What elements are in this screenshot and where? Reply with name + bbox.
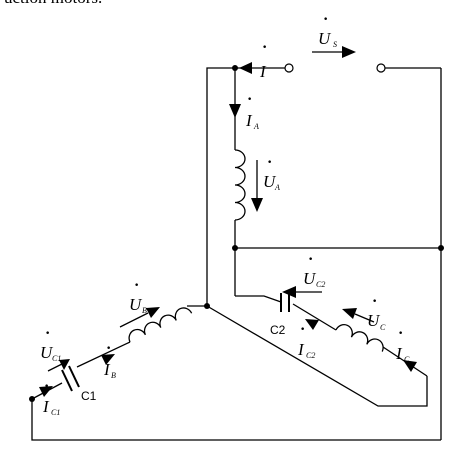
label-i-b-symbol: I — [103, 360, 111, 379]
arrow-i-c2 — [305, 319, 319, 330]
label-u-b-symbol: U — [129, 295, 143, 314]
wire-top-left-loop — [206, 67, 285, 306]
junction-node-left — [232, 245, 238, 251]
svg-text:·: · — [262, 39, 267, 56]
svg-text:·: · — [247, 91, 252, 108]
label-u-c-subscript: C — [380, 323, 386, 332]
wire-c2-left — [235, 295, 282, 303]
label-i-main-symbol: I — [259, 62, 267, 81]
arrow-u-c — [342, 308, 357, 319]
label-i-c2: · I C2 — [297, 321, 315, 360]
capacitor-c2 — [280, 293, 290, 312]
label-u-a: · U A — [263, 154, 280, 192]
arrows — [39, 46, 417, 397]
label-u-c2-subscript: C2 — [316, 280, 325, 289]
label-c1: C1 — [81, 389, 97, 403]
svg-text:·: · — [44, 378, 49, 395]
label-u-b-subscript: B — [142, 306, 147, 315]
svg-text:·: · — [45, 325, 50, 342]
label-u-a-symbol: U — [263, 172, 277, 191]
arrow-u-s — [342, 46, 356, 58]
label-i-c-symbol: I — [395, 344, 403, 363]
source-terminal-left — [284, 63, 294, 73]
svg-text:·: · — [323, 11, 328, 28]
label-i-c2-subscript: C2 — [306, 351, 315, 360]
label-i-c1-symbol: I — [42, 397, 50, 416]
arrow-u-c1-shaft — [47, 363, 63, 372]
svg-text:·: · — [398, 325, 403, 342]
arrow-u-c2 — [282, 286, 296, 298]
arrow-u-b-shaft — [119, 312, 149, 328]
inductor-a-coil — [234, 149, 246, 221]
label-u-c-symbol: U — [367, 311, 381, 330]
label-i-c2-symbol: I — [297, 340, 305, 359]
svg-text:·: · — [134, 277, 139, 294]
arrow-u-c1 — [59, 359, 70, 370]
label-u-c2: · U C2 — [303, 251, 325, 289]
source-terminal-right — [376, 63, 386, 73]
label-i-c-subscript: C — [404, 355, 410, 364]
label-u-c1: · U C1 — [40, 325, 61, 363]
arrow-u-b — [146, 307, 160, 318]
label-u-b: · U B — [129, 277, 147, 315]
capacitor-c1 — [61, 365, 80, 392]
wire-bottom-return — [31, 399, 441, 441]
label-u-c1-symbol: U — [40, 343, 54, 362]
arrow-i-b — [101, 354, 115, 365]
label-i-a: · I A — [245, 91, 259, 131]
arrow-i-main — [239, 62, 252, 74]
label-u-c2-symbol: U — [303, 269, 317, 288]
arrow-i-a — [229, 104, 241, 118]
svg-text:·: · — [308, 251, 313, 268]
neutral-node — [204, 303, 210, 309]
label-u-a-subscript: A — [274, 183, 280, 192]
svg-text:·: · — [267, 154, 272, 171]
arrow-u-a — [251, 198, 263, 212]
label-i-b-subscript: B — [111, 371, 116, 380]
arrow-i-c1 — [39, 386, 53, 397]
wire-phase-b-left — [76, 341, 131, 368]
label-i-c: · I C — [395, 325, 410, 364]
label-i-main: · I — [259, 39, 267, 81]
label-u-s: · U S — [318, 11, 337, 49]
arrow-i-c — [403, 360, 417, 372]
wire-phase-c-bottom — [206, 305, 428, 407]
caption-fragment: uction motors. — [4, 0, 102, 8]
label-i-c1: · I C1 — [42, 378, 60, 417]
svg-text:·: · — [300, 321, 305, 338]
arrow-u-c-shaft — [354, 313, 375, 323]
junction-node-right — [438, 245, 444, 251]
wires — [31, 67, 442, 441]
junction-node-bottom-left — [29, 396, 35, 402]
inductor-c-coil — [335, 324, 384, 352]
label-u-c: · U C — [367, 293, 386, 332]
label-c2: C2 — [270, 323, 286, 337]
label-u-s-subscript: S — [333, 40, 337, 49]
label-i-b: · I B — [103, 340, 116, 380]
label-i-c1-subscript: C1 — [51, 408, 60, 417]
label-i-a-subscript: A — [253, 122, 259, 131]
junction-node-top — [232, 65, 238, 71]
svg-text:·: · — [106, 340, 111, 357]
svg-text:·: · — [372, 293, 377, 310]
label-u-c1-subscript: C1 — [52, 354, 61, 363]
wire-c2-right — [292, 303, 337, 331]
label-i-a-symbol: I — [245, 111, 253, 130]
label-u-s-symbol: U — [318, 29, 332, 48]
